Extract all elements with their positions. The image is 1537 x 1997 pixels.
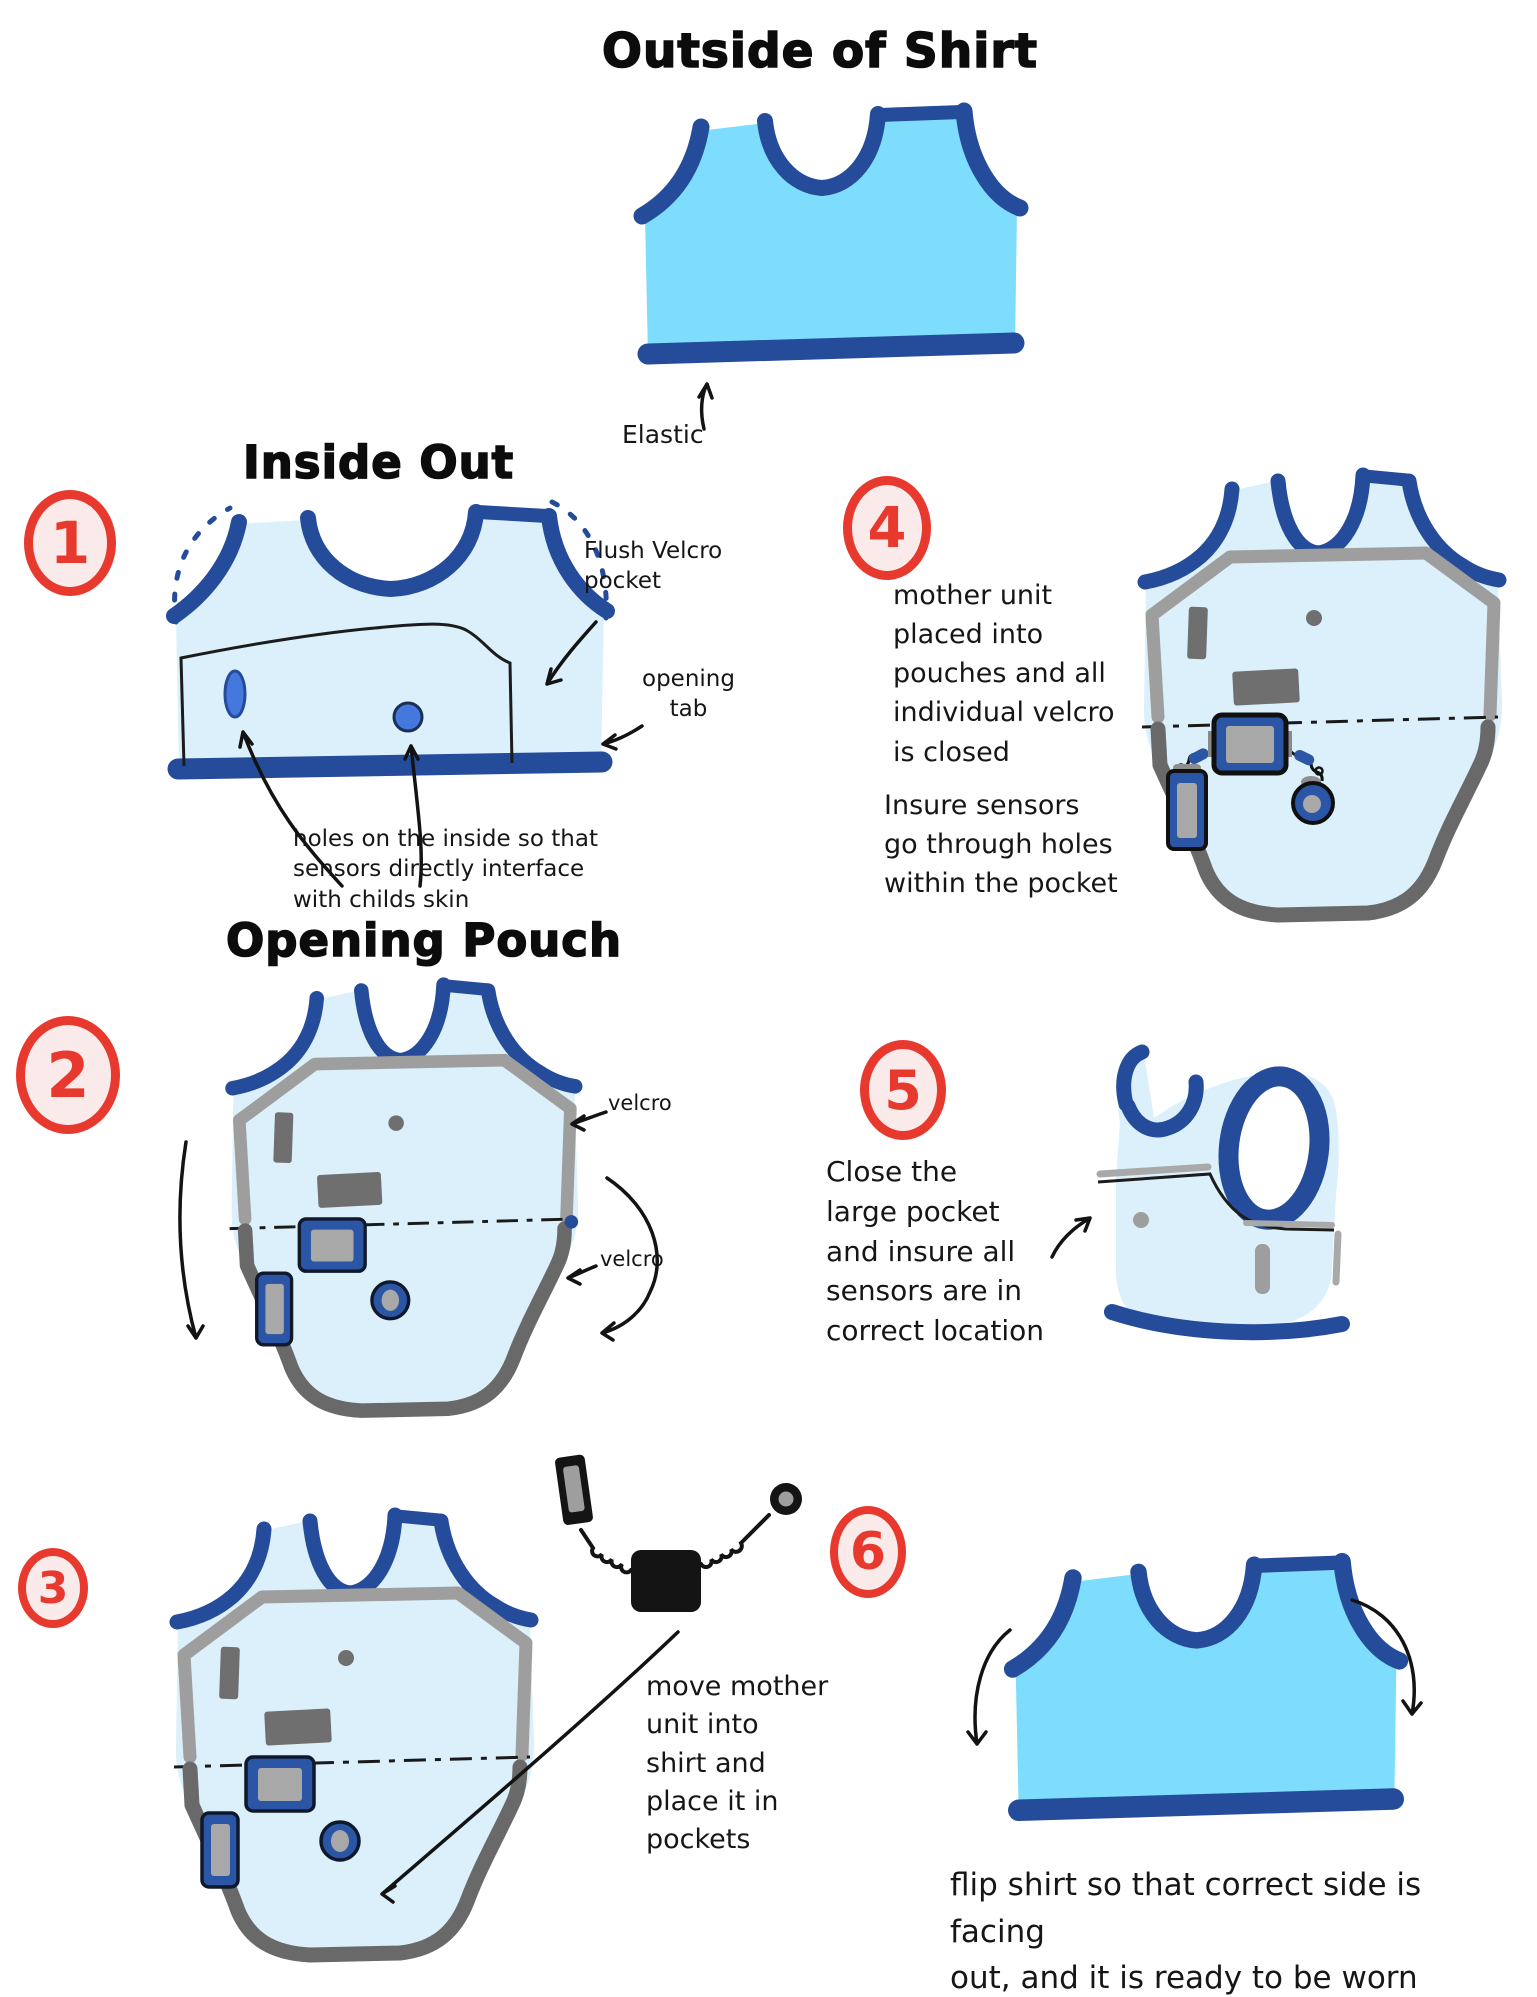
- step-1-number: 1: [49, 509, 91, 577]
- shirt-body: [1015, 1563, 1397, 1814]
- velcro-patches: [219, 1646, 354, 1746]
- holes-note: holes on the inside so that sensors dire…: [293, 826, 598, 913]
- mother-unit-in-pocket: [1166, 712, 1335, 851]
- armhole-ring: [1218, 1066, 1330, 1230]
- flush-velcro-label: Flush Velcro pocket: [584, 538, 723, 595]
- gray-side-edge: [1332, 1230, 1342, 1286]
- open-pouch-shirt-drawing: [225, 977, 583, 1418]
- pouch-dashed-line: [1141, 715, 1499, 729]
- velcro-patches: [1187, 606, 1322, 706]
- step-6-number: 6: [849, 1522, 887, 1582]
- step-3-note: move mother unit into shirt and place it…: [646, 1671, 829, 1856]
- sensor-pockets: [255, 1217, 411, 1347]
- page-title: Outside of Shirt: [601, 23, 1039, 80]
- wired-sensor-circle: [770, 1483, 802, 1515]
- step-4-number: 4: [867, 495, 907, 561]
- step-1-title: Inside Out: [242, 435, 515, 490]
- gray-dot: [1133, 1212, 1149, 1228]
- gray-lower-edge: [1243, 1220, 1335, 1228]
- right-coil-wire: [699, 1513, 771, 1570]
- sensor-hole-dot: [392, 701, 424, 733]
- pouch-border-top: [1145, 546, 1501, 724]
- step-6-badge: 6: [830, 1506, 906, 1598]
- folded-shirt-drawing: [1096, 1044, 1350, 1341]
- velcro-patches: [273, 1112, 404, 1208]
- navy-trim: [169, 1507, 539, 1630]
- step2-left-curved-arrow: [178, 1140, 205, 1340]
- velcro-pocket-outline: [179, 622, 514, 767]
- step-4-badge: 4: [843, 476, 931, 580]
- step-4-note-insure: Insure sensors go through holes within t…: [884, 790, 1118, 900]
- step-2-title: Opening Pouch: [225, 913, 623, 968]
- shirt-body: [231, 986, 579, 1415]
- step-2-badge: 2: [16, 1016, 120, 1134]
- shirt-body: [645, 113, 1017, 357]
- opening-tab-label: opening tab: [642, 666, 735, 723]
- wired-sensor-rect: [555, 1454, 593, 1525]
- shirt-body: [176, 514, 604, 772]
- mother-unit-body: [631, 1550, 701, 1612]
- velcro-label-top: velcro: [608, 1091, 672, 1115]
- step-5-badge: 5: [860, 1040, 946, 1140]
- gray-fold-edge: [1096, 1163, 1212, 1178]
- step-5-number: 5: [884, 1058, 922, 1122]
- sensor-hole-oval: [223, 669, 247, 719]
- closed-pouch-shirt-drawing: [1137, 467, 1507, 923]
- step-3-number: 3: [37, 1562, 69, 1614]
- pocket-fold-line: [1097, 1172, 1335, 1232]
- gray-slot: [1255, 1244, 1270, 1294]
- outside-shirt-drawing: [633, 102, 1029, 365]
- elastic-label: Elastic: [622, 420, 704, 449]
- navy-trim: [633, 102, 1029, 365]
- inside-out-shirt-drawing: [166, 499, 615, 780]
- pouch-dashed-line: [229, 1217, 575, 1231]
- step-4-note-placed: mother unit placed into pouches and all …: [893, 580, 1115, 768]
- velcro-label-bottom: velcro: [600, 1247, 664, 1271]
- left-coil-wire: [579, 1528, 633, 1575]
- step-5-note: Close the large pocket and insure all se…: [826, 1155, 1045, 1347]
- navy-nub: [564, 1215, 579, 1229]
- step-1-badge: 1: [24, 490, 116, 596]
- open-pouch-shirt-drawing-step3: [169, 1507, 539, 1963]
- shirt-body: [1144, 477, 1502, 919]
- navy-trim: [1104, 1044, 1350, 1341]
- finished-shirt-drawing: [1003, 1552, 1409, 1822]
- flip-dashed-arcs: [172, 499, 609, 625]
- mother-unit-device-drawing: [555, 1454, 802, 1612]
- step-6-note: flip shirt so that correct side is facin…: [950, 1867, 1422, 1996]
- step-2-number: 2: [46, 1038, 90, 1112]
- step-3-badge: 3: [18, 1548, 88, 1628]
- pouch-border-top: [233, 1053, 577, 1226]
- sensor-pockets: [200, 1755, 361, 1889]
